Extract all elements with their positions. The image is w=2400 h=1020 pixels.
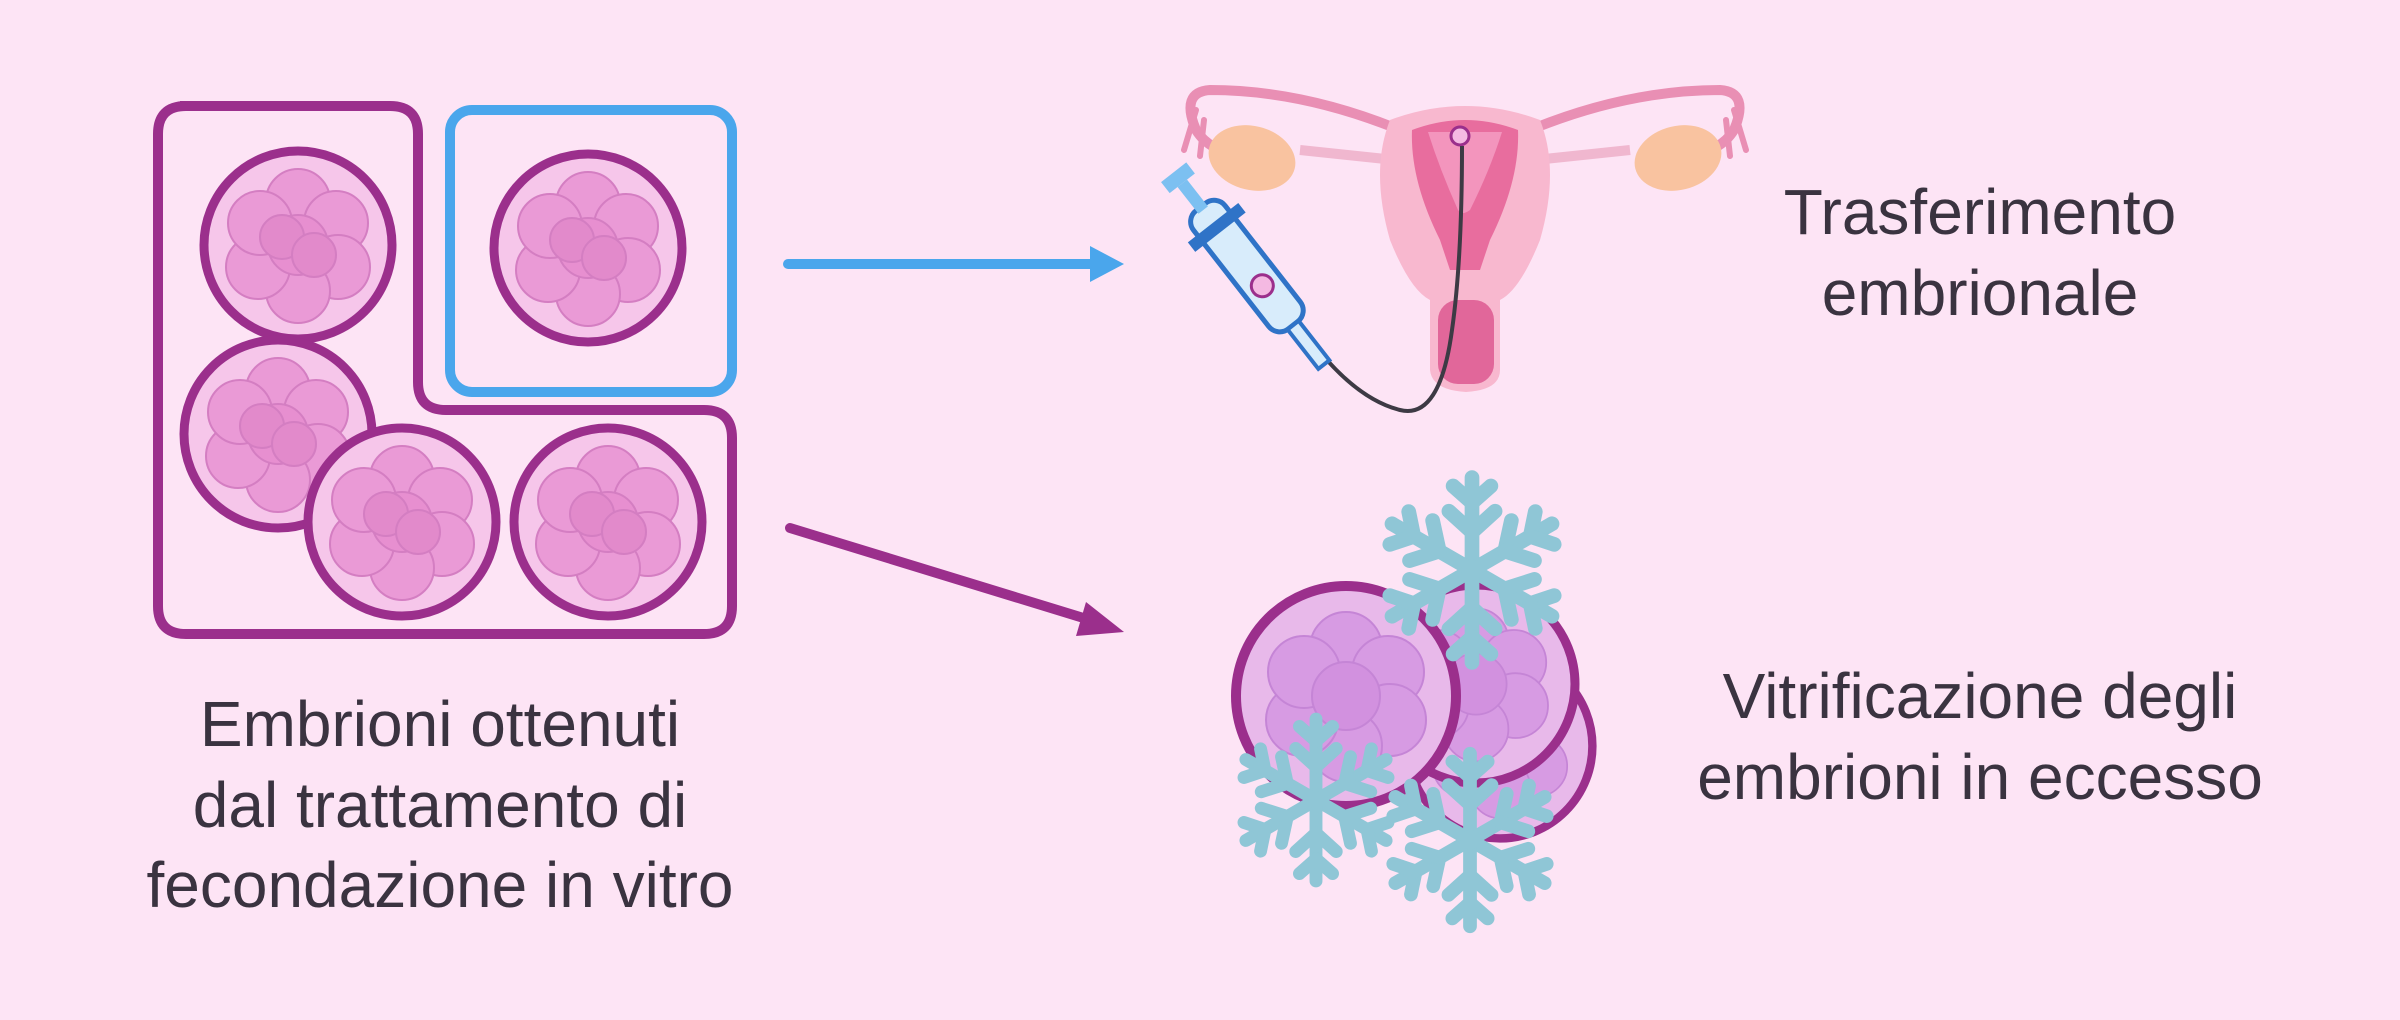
vitrification-caption-line-1: Vitrificazione degli — [1722, 660, 2238, 732]
embryos-caption-line-2: dal trattamento di — [192, 768, 688, 841]
transfer-caption-line-2: embrionale — [1821, 256, 2139, 329]
embryos-caption-line-3: fecondazione in vitro — [146, 849, 734, 922]
vitrification-caption: Vitrificazione degli embrioni in eccesso — [1620, 656, 2340, 817]
embryos-caption-line-1: Embrioni ottenuti — [199, 688, 681, 760]
embryos-caption: Embrioni ottenuti dal trattamento di fec… — [80, 684, 800, 926]
vitrification-caption-line-2: embrioni in eccesso — [1697, 740, 2263, 813]
transfer-caption-line-1: Trasferimento — [1783, 176, 2177, 248]
selected-embryo-icon — [445, 105, 737, 397]
uterus-icon — [1181, 84, 1749, 413]
vitrification-arrow — [785, 523, 1124, 636]
transfer-caption: Trasferimento embrionale — [1660, 172, 2300, 333]
transfer-syringe-icon — [1161, 162, 1333, 372]
transfer-arrow — [783, 246, 1124, 282]
embryo-cluster-icon — [153, 101, 737, 639]
